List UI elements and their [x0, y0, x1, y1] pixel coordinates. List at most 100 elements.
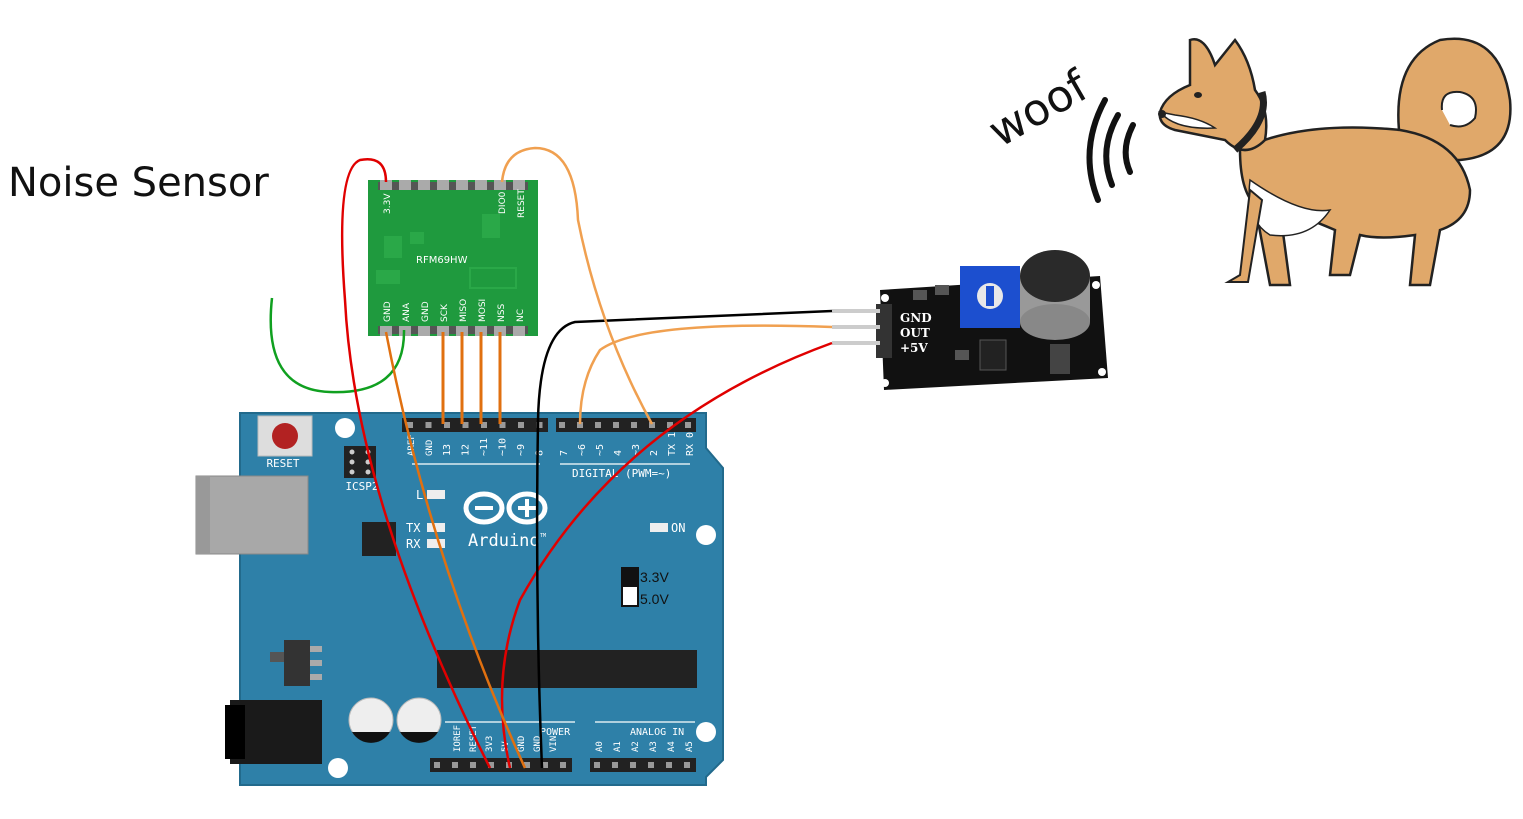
- pin-label: GND: [383, 301, 393, 322]
- dog-illustration: [1158, 37, 1512, 287]
- pin-label: SCK: [440, 303, 450, 322]
- pin-label: 13: [442, 444, 453, 456]
- rfm-pad: [418, 326, 430, 336]
- pin-label: A3: [649, 741, 659, 752]
- reset-label: RESET: [266, 457, 299, 470]
- voltage-regulator: [270, 640, 322, 686]
- arduino-logo-text: Arduino: [468, 531, 540, 551]
- header-pin: [684, 762, 690, 768]
- analog-header: [590, 758, 696, 772]
- header-pin: [612, 762, 618, 768]
- wire-black-gnd: [535, 309, 833, 769]
- rfm-pin-3v3: 3.3V: [383, 193, 393, 214]
- header-pin: [444, 422, 450, 428]
- pin-label: 7: [559, 450, 570, 456]
- icsp2-label: ICSP2: [345, 480, 378, 493]
- arduino-uno-board: RESET ICSP2: [195, 412, 724, 786]
- rfm-pad: [513, 326, 525, 336]
- header-pin: [559, 422, 565, 428]
- rfm-pad: [494, 180, 506, 190]
- power-header: [430, 758, 572, 772]
- atmega-chip: [437, 650, 697, 688]
- microphone: [1020, 250, 1090, 340]
- header-pin: [595, 422, 601, 428]
- pin-label: A5: [685, 741, 695, 752]
- pin-label: ANA: [402, 302, 412, 322]
- pin-label: 4: [613, 450, 624, 456]
- led-l: L: [416, 488, 445, 502]
- wire-orange-out: [578, 324, 833, 425]
- volt-33-label: 3.3V: [640, 569, 669, 585]
- header-pin: [667, 422, 673, 428]
- header-pin: [524, 762, 530, 768]
- led-on: ON: [650, 521, 685, 535]
- reset-button: RESET: [257, 415, 313, 470]
- pin-label: ~11: [479, 438, 490, 456]
- header-pin: [462, 422, 469, 428]
- pin-label: 12: [461, 444, 472, 456]
- rfm-pad: [380, 180, 392, 190]
- header-pin: [488, 762, 494, 768]
- header-pin: [560, 762, 566, 768]
- mic-pin-gnd: GND: [900, 311, 932, 325]
- rfm-pad: [399, 180, 411, 190]
- pin-label: VIN: [549, 736, 559, 752]
- digital-header-right: [556, 418, 696, 432]
- digital-label: DIGITAL (PWM=~): [572, 467, 671, 480]
- capacitor-2: [396, 697, 442, 743]
- svg-text:RX: RX: [406, 537, 421, 551]
- rfm-pin-reset: RESET: [517, 189, 527, 218]
- pin-label: A1: [613, 741, 623, 752]
- pin-label: MISO: [459, 299, 469, 322]
- header-pin: [631, 422, 637, 428]
- rfm-pin-dio0: DIO0: [498, 191, 508, 214]
- potentiometer: [960, 266, 1020, 328]
- rfm-name: RFM69HW: [416, 255, 468, 266]
- wire-red-sensor: [500, 341, 833, 769]
- pin-label: 8: [535, 450, 546, 456]
- header-pin: [594, 762, 600, 768]
- pin-label: A0: [595, 741, 605, 752]
- sound-sensor-module: GND OUT +5V: [832, 250, 1108, 390]
- pin-label: ~3: [631, 444, 642, 456]
- rfm-pad: [475, 180, 487, 190]
- header-pin: [666, 762, 672, 768]
- pin-label: IOREF: [453, 725, 463, 752]
- pin-label: ~6: [577, 444, 588, 456]
- rfm-pad: [494, 326, 506, 336]
- page-title: Noise Sensor: [8, 160, 269, 206]
- pin-label: ~10: [498, 438, 509, 456]
- pin-label: NC: [516, 309, 526, 322]
- rfm-pad: [456, 180, 468, 190]
- header-pin: [577, 422, 583, 428]
- rfm-pad: [475, 326, 487, 336]
- header-pin: [536, 422, 543, 428]
- woof-label: woof: [980, 60, 1098, 158]
- rfm-pad: [418, 180, 430, 190]
- header-pin: [470, 762, 476, 768]
- power-jack: [230, 700, 322, 764]
- wire-green: [269, 297, 406, 394]
- analog-label: ANALOG IN: [630, 727, 684, 738]
- pin-label: GND: [533, 736, 543, 752]
- header-pin: [452, 762, 458, 768]
- wire-red-3v3: [340, 158, 492, 769]
- rfm-pad: [437, 180, 449, 190]
- pin-label: A2: [631, 741, 641, 752]
- rfm-pad: [437, 326, 449, 336]
- mic-pin-5v: +5V: [900, 341, 928, 355]
- comparator-chip: [979, 339, 1007, 371]
- header-pin: [613, 422, 619, 428]
- pin-label: ~5: [595, 444, 606, 456]
- pin-label: ~9: [516, 444, 527, 456]
- arduino-logo: Arduino TM: [463, 491, 548, 551]
- svg-text:TX: TX: [406, 521, 421, 535]
- wire-orange-dio0: [500, 146, 654, 425]
- mic-pin-out: OUT: [900, 326, 930, 340]
- rfm-pad: [456, 326, 468, 336]
- header-pin: [407, 422, 413, 428]
- pin-label: TX 1: [667, 432, 678, 456]
- header-pin: [425, 422, 432, 428]
